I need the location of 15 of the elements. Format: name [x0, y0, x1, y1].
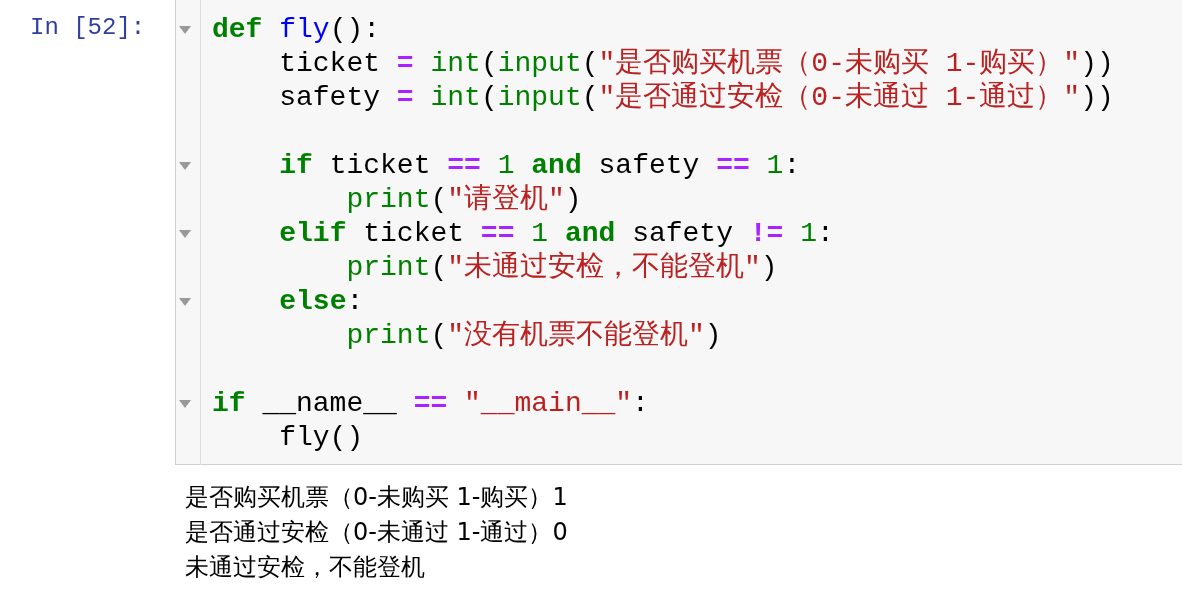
- code-line: if __name__ == "__main__":: [212, 387, 649, 421]
- output-line: 未通过安检，不能登机: [185, 552, 425, 583]
- code-line: safety = int(input("是否通过安检（0-未通过 1-通过）")): [278, 81, 1114, 115]
- input-prompt: In [52]:: [30, 14, 146, 41]
- code-line: ticket = int(input("是否购买机票（0-未购买 1-购买）")): [278, 47, 1114, 81]
- output-line: 是否通过安检（0-未通过 1-通过）0: [185, 517, 568, 548]
- code-line: fly(): [278, 421, 364, 455]
- code-line: elif ticket == 1 and safety != 1:: [278, 217, 834, 251]
- code-line: else:: [278, 285, 364, 319]
- code-line: print("没有机票不能登机"): [345, 319, 722, 353]
- code-line: print("未通过安检，不能登机"): [345, 251, 778, 285]
- code-line: print("请登机"): [345, 183, 582, 217]
- code-line: if ticket == 1 and safety == 1:: [278, 149, 801, 183]
- output-line: 是否购买机票（0-未购买 1-购买）1: [185, 482, 568, 513]
- code-line: def fly():: [212, 13, 381, 47]
